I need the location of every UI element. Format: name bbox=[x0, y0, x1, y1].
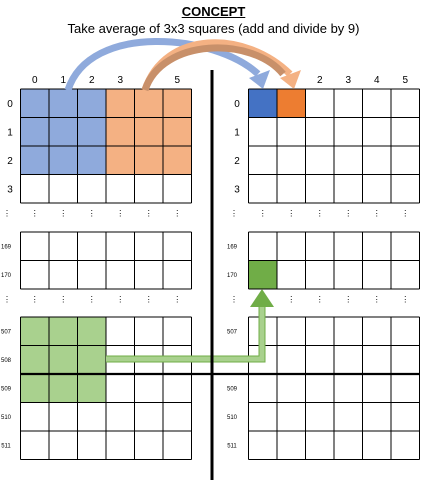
cell-ellipsis-bottom: ⋮ bbox=[287, 295, 295, 304]
cell-ellipsis-bottom: ⋮ bbox=[116, 295, 124, 304]
green-window-region bbox=[20, 317, 106, 403]
blue-result-cell bbox=[248, 89, 277, 118]
left-col-label: 1 bbox=[60, 75, 66, 86]
orange-result-cell bbox=[277, 89, 306, 118]
cell-ellipsis-bottom: ⋮ bbox=[173, 295, 181, 304]
cell-ellipsis-top: ⋮ bbox=[259, 209, 267, 218]
left-col-label: 2 bbox=[89, 75, 95, 86]
left-row-label: 508 bbox=[1, 358, 12, 364]
cell-ellipsis-bottom: ⋮ bbox=[401, 295, 409, 304]
cell-ellipsis-bottom: ⋮ bbox=[31, 295, 39, 304]
cell-ellipsis-top: ⋮ bbox=[401, 209, 409, 218]
cell-ellipsis-top: ⋮ bbox=[287, 209, 295, 218]
cell-ellipsis-top: ⋮ bbox=[88, 209, 96, 218]
orange-arrow-head bbox=[280, 70, 301, 89]
green-connector-arrow bbox=[106, 303, 265, 362]
right-col-label: 5 bbox=[402, 75, 408, 86]
cell-ellipsis-top: ⋮ bbox=[145, 209, 153, 218]
blue-arrow-head bbox=[249, 70, 270, 89]
left-col-label: 3 bbox=[117, 75, 123, 86]
blue-curved-arrow bbox=[64, 38, 261, 92]
left-row-label: 0 bbox=[7, 99, 13, 110]
left-col-label: 5 bbox=[174, 75, 180, 86]
cell-ellipsis-bottom: ⋮ bbox=[373, 295, 381, 304]
left-row-label: 170 bbox=[1, 273, 12, 279]
cell-ellipsis-top: ⋮ bbox=[31, 209, 39, 218]
row-ellipsis-top: ⋮ bbox=[230, 209, 238, 218]
right-row-label: 3 bbox=[234, 184, 240, 195]
left-row-label: 511 bbox=[1, 443, 11, 449]
left-row-label: 2 bbox=[7, 156, 13, 167]
right-col-label: 3 bbox=[345, 75, 351, 86]
left-row-label: 169 bbox=[1, 244, 12, 250]
green-arrow-head bbox=[250, 289, 274, 307]
row-ellipsis-top: ⋮ bbox=[3, 209, 11, 218]
right-row-label: 509 bbox=[227, 386, 238, 392]
right-col-label: 2 bbox=[317, 75, 323, 86]
right-row-label: 170 bbox=[227, 273, 238, 279]
diagram-subtitle: Take average of 3x3 squares (add and div… bbox=[67, 21, 360, 36]
row-ellipsis-bottom: ⋮ bbox=[3, 295, 11, 304]
left-row-label: 509 bbox=[1, 386, 12, 392]
right-col-label: 4 bbox=[374, 75, 380, 86]
cell-ellipsis-bottom: ⋮ bbox=[316, 295, 324, 304]
cell-ellipsis-bottom: ⋮ bbox=[88, 295, 96, 304]
cell-ellipsis-top: ⋮ bbox=[344, 209, 352, 218]
left-col-label: 0 bbox=[32, 75, 38, 86]
brown-curved-arrow bbox=[141, 44, 286, 92]
cell-ellipsis-top: ⋮ bbox=[173, 209, 181, 218]
right-row-label: 0 bbox=[234, 99, 240, 110]
cell-ellipsis-top: ⋮ bbox=[59, 209, 67, 218]
green-result-cell bbox=[248, 260, 277, 289]
green-connector-outline bbox=[106, 303, 266, 363]
cell-ellipsis-bottom: ⋮ bbox=[59, 295, 67, 304]
cell-ellipsis-top: ⋮ bbox=[316, 209, 324, 218]
right-row-label: 507 bbox=[227, 329, 238, 335]
right-row-label: 511 bbox=[227, 443, 237, 449]
cell-ellipsis-top: ⋮ bbox=[373, 209, 381, 218]
cell-ellipsis-bottom: ⋮ bbox=[344, 295, 352, 304]
cell-ellipsis-top: ⋮ bbox=[116, 209, 124, 218]
row-ellipsis-bottom: ⋮ bbox=[230, 295, 238, 304]
right-row-label: 169 bbox=[227, 244, 238, 250]
blue-window-region bbox=[20, 89, 106, 175]
left-row-label: 1 bbox=[7, 127, 13, 138]
right-row-label: 510 bbox=[227, 415, 238, 421]
right-row-label: 1 bbox=[234, 127, 240, 138]
right-row-label: 2 bbox=[234, 156, 240, 167]
left-row-label: 3 bbox=[7, 184, 13, 195]
orange-window-region bbox=[106, 89, 192, 175]
diagram-title: CONCEPT bbox=[181, 4, 246, 19]
left-row-label: 507 bbox=[1, 329, 12, 335]
cell-ellipsis-bottom: ⋮ bbox=[145, 295, 153, 304]
left-row-label: 510 bbox=[1, 415, 12, 421]
